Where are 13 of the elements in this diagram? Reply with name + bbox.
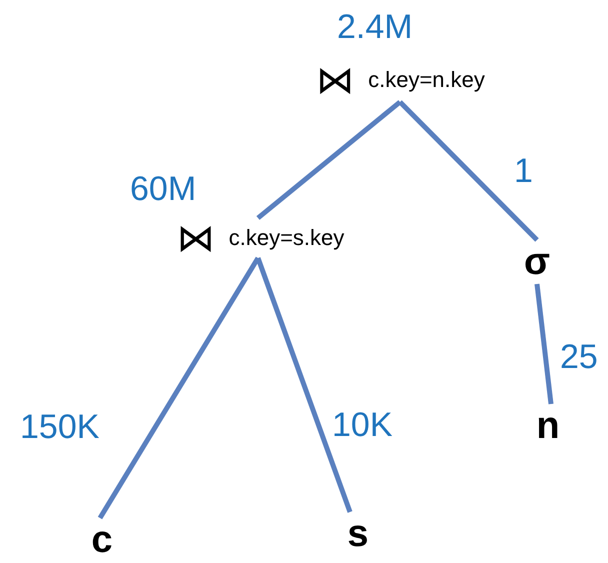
tree-edge: [256, 257, 352, 513]
relation-label: c: [91, 521, 113, 559]
tree-edge: [256, 100, 402, 220]
tree-edge: [98, 256, 260, 520]
relation-label: σ: [524, 243, 550, 281]
join-symbol: ⋈: [316, 61, 354, 99]
join-condition: c.key=n.key: [368, 67, 485, 93]
join-symbol: ⋈: [176, 219, 215, 257]
relation-label: n: [536, 407, 560, 445]
join-condition: c.key=s.key: [228, 225, 344, 251]
relation-label: s: [347, 515, 369, 553]
tree-edge: [398, 100, 539, 242]
tree-edge: [534, 284, 554, 404]
